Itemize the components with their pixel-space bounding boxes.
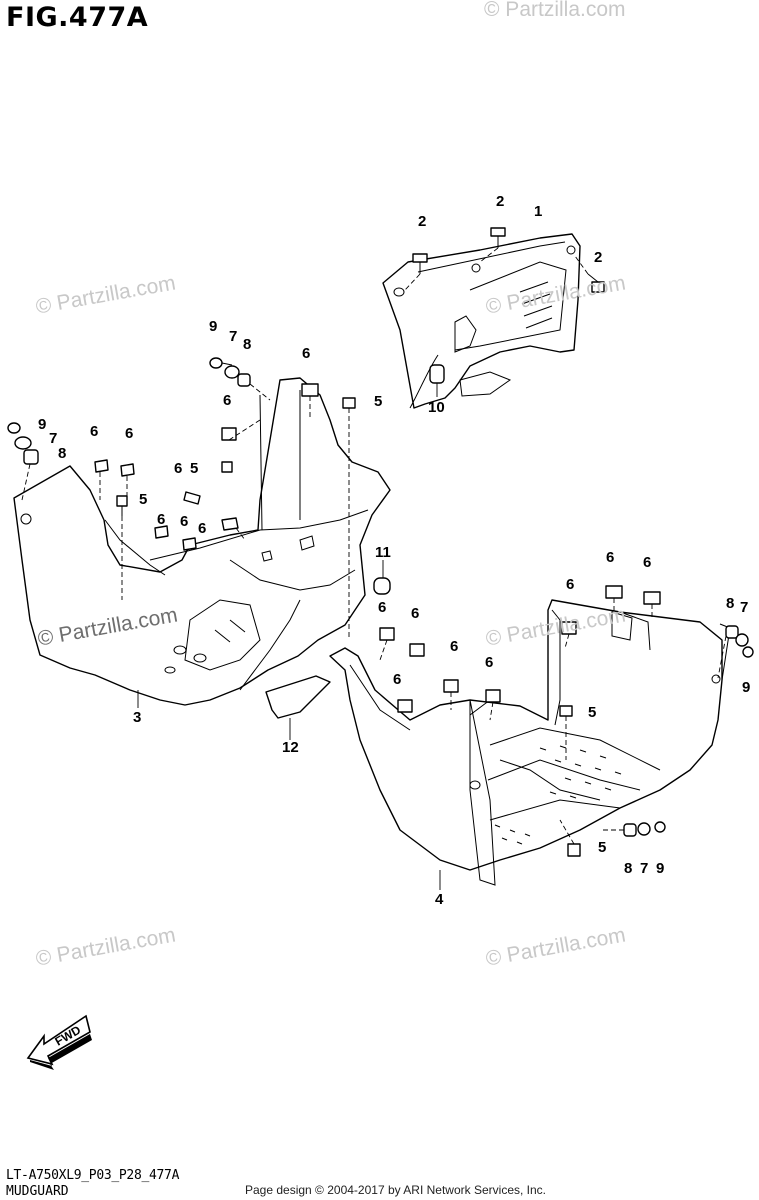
copyright-notice: Page design © 2004-2017 by ARI Network S… <box>245 1183 547 1197</box>
callout-9: 9 <box>209 318 217 335</box>
callout-6: 6 <box>198 520 206 537</box>
washer-7-far-left[interactable] <box>14 436 32 450</box>
callout-6: 6 <box>223 392 231 409</box>
callout-6: 6 <box>643 554 651 571</box>
callout-8: 8 <box>58 445 66 462</box>
clip-6-right-e[interactable] <box>485 689 501 703</box>
bolt-5-left-b[interactable] <box>221 461 233 473</box>
clip-6-right-b[interactable] <box>409 643 425 657</box>
callout-6: 6 <box>174 460 182 477</box>
callout-7: 7 <box>49 430 57 447</box>
section-name: MUDGUARD <box>6 1184 69 1199</box>
collar-8-left-upper[interactable] <box>237 373 251 387</box>
callout-6: 6 <box>180 513 188 530</box>
bolt-9-right-lower[interactable] <box>654 821 666 833</box>
callout-12: 12 <box>282 739 299 756</box>
washer-7-right-lower[interactable] <box>637 822 651 836</box>
collar-8-far-left[interactable] <box>23 449 39 465</box>
callout-6: 6 <box>566 576 574 593</box>
bolt-5-left-a[interactable] <box>116 495 128 516</box>
callout-9: 9 <box>656 860 664 877</box>
clip-6-right-f[interactable] <box>561 621 577 635</box>
callout-6: 6 <box>450 638 458 655</box>
collar-8-right-lower[interactable] <box>623 823 637 837</box>
callout-8: 8 <box>624 860 632 877</box>
callout-6: 6 <box>125 425 133 442</box>
fwd-arrow-icon: FWD <box>26 1014 92 1070</box>
callout-5: 5 <box>588 704 596 721</box>
clip-6-left-a[interactable] <box>94 459 109 473</box>
callout-7: 7 <box>740 599 748 616</box>
screw-2-middle[interactable] <box>490 227 506 248</box>
part-3-left-mudguard[interactable] <box>13 377 391 706</box>
collar-8-right-upper[interactable] <box>725 625 739 639</box>
callout-5: 5 <box>139 491 147 508</box>
clip-6-left-f[interactable] <box>154 525 169 539</box>
bolt-9-left-upper[interactable] <box>209 357 233 369</box>
callout-7: 7 <box>640 860 648 877</box>
callout-10: 10 <box>428 399 445 416</box>
bolt-5-upper[interactable] <box>342 397 356 409</box>
callout-labels: 1 2 2 2 10 9 7 8 6 6 5 9 7 8 6 6 6 5 5 6… <box>38 193 750 908</box>
part-12-pad[interactable] <box>265 675 331 719</box>
clip-6-left-e[interactable] <box>182 537 197 551</box>
clip-6-upper-b[interactable] <box>301 383 319 397</box>
callout-2: 2 <box>418 213 426 230</box>
callout-1: 1 <box>534 203 542 220</box>
clip-6-upper-a[interactable] <box>221 427 237 441</box>
part-1-cover[interactable] <box>382 233 581 409</box>
clip-6-right-g[interactable] <box>605 585 623 599</box>
part-4-right-mudguard[interactable] <box>329 599 731 886</box>
clip-6-right-a[interactable] <box>379 627 395 641</box>
callout-6: 6 <box>606 549 614 566</box>
callout-8: 8 <box>243 336 251 353</box>
clip-6-right-d[interactable] <box>443 679 459 693</box>
bolt-5-right-b[interactable] <box>567 843 581 857</box>
callout-6: 6 <box>302 345 310 362</box>
callout-9: 9 <box>38 416 46 433</box>
callout-5: 5 <box>190 460 198 477</box>
watermark: © Partzilla.com <box>484 0 626 21</box>
callout-6: 6 <box>393 671 401 688</box>
clip-6-left-b[interactable] <box>120 463 135 477</box>
screw-2-left[interactable] <box>412 253 428 274</box>
callout-2: 2 <box>594 249 602 266</box>
callout-6: 6 <box>411 605 419 622</box>
bolt-9-far-left[interactable] <box>7 422 21 434</box>
callout-5: 5 <box>374 393 382 410</box>
washer-7-right-upper[interactable] <box>735 633 749 647</box>
callout-6: 6 <box>157 511 165 528</box>
clip-6-left-d[interactable] <box>221 517 239 531</box>
model-code: LT-A750XL9_P03_P28_477A <box>6 1168 180 1183</box>
clip-6-right-h[interactable] <box>643 591 661 605</box>
callout-9: 9 <box>742 679 750 696</box>
callout-7: 7 <box>229 328 237 345</box>
bolt-9-right-upper[interactable] <box>742 646 754 658</box>
part-11-grommet[interactable] <box>373 577 391 595</box>
callout-2: 2 <box>496 193 504 210</box>
callout-3: 3 <box>133 709 141 726</box>
washer-7-left-upper[interactable] <box>224 365 240 379</box>
figure-title: FIG.477A <box>6 2 149 33</box>
callout-4: 4 <box>435 891 444 908</box>
clip-6-right-c[interactable] <box>397 699 413 713</box>
callout-11: 11 <box>375 544 391 561</box>
callout-6: 6 <box>378 599 386 616</box>
screw-2-right[interactable] <box>587 273 605 293</box>
clip-6-left-c[interactable] <box>183 491 201 505</box>
callout-8: 8 <box>726 595 734 612</box>
callout-5: 5 <box>598 839 606 856</box>
bolt-5-right-a[interactable] <box>559 705 573 717</box>
callout-6: 6 <box>485 654 493 671</box>
callout-6: 6 <box>90 423 98 440</box>
